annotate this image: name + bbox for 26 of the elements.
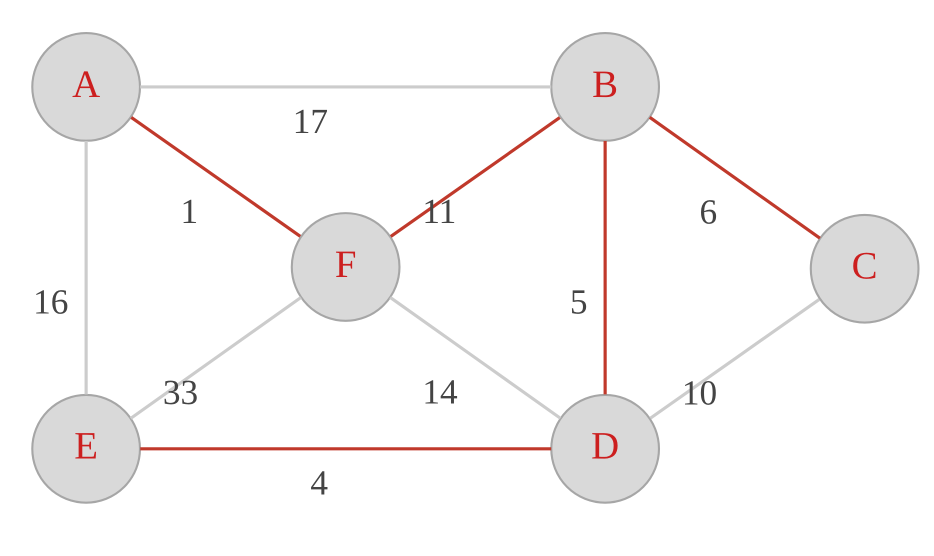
connector	[648, 116, 821, 240]
connector	[140, 447, 552, 450]
node-circle: D	[550, 394, 660, 504]
connector	[130, 296, 302, 420]
edge-label: 4	[310, 464, 328, 503]
edge-label: 17	[292, 102, 328, 141]
connector	[390, 116, 561, 238]
connector	[84, 140, 88, 394]
edge-label: 11	[422, 192, 456, 231]
edge-label: 16	[33, 282, 68, 322]
node-circle: C	[810, 214, 920, 324]
connector	[604, 140, 607, 394]
edge-label: 6	[700, 192, 718, 232]
edge-label: 33	[162, 372, 198, 412]
node-circle: A	[31, 32, 142, 142]
edge-label: 14	[422, 372, 458, 412]
node-circle: E	[31, 394, 142, 504]
edge-label: 5	[570, 282, 588, 322]
edge-label: 10	[682, 374, 718, 413]
node-circle: B	[550, 32, 660, 142]
connector	[130, 116, 302, 238]
edge-label: 1	[180, 192, 198, 231]
node-circle: F	[290, 212, 401, 322]
connector	[389, 296, 562, 420]
connector	[649, 298, 820, 420]
connector	[140, 85, 552, 88]
